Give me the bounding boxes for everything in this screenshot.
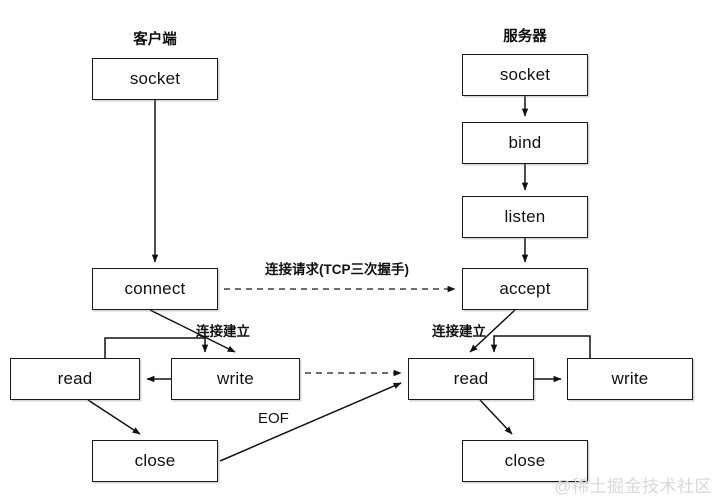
edge-label-handshake: 连接请求(TCP三次握手) [265,262,409,277]
node-server-write[interactable]: write [567,358,693,400]
column-title-client: 客户端 [133,32,177,48]
column-title-server: 服务器 [503,29,547,45]
edge-accept-to-server-read [469,309,516,353]
edge-label-client-connection-established: 连接建立 [196,324,250,339]
node-server-close[interactable]: close [462,440,588,482]
edge-client-read-loop [104,337,209,358]
edge-label-server-connection-established: 连接建立 [432,324,486,339]
edge-label-eof: EOF [258,410,289,427]
node-server-socket[interactable]: socket [462,54,588,96]
node-server-accept[interactable]: accept [462,268,588,310]
node-server-read[interactable]: read [408,358,534,400]
node-client-read[interactable]: read [10,358,140,400]
node-client-socket[interactable]: socket [92,58,218,100]
edge-server-write-loop [490,335,591,358]
watermark: @稀土掘金技术社区 [554,477,712,496]
node-server-listen[interactable]: listen [462,196,588,238]
node-client-connect[interactable]: connect [92,268,218,310]
edge-connect-to-write [149,309,236,353]
edge-server-read-to-close [479,399,513,435]
node-client-close[interactable]: close [92,440,218,482]
edge-eof-close-to-server-read [219,382,402,462]
node-client-write[interactable]: write [171,358,300,400]
node-server-bind[interactable]: bind [462,122,588,164]
edge-client-read-to-close [87,399,141,435]
